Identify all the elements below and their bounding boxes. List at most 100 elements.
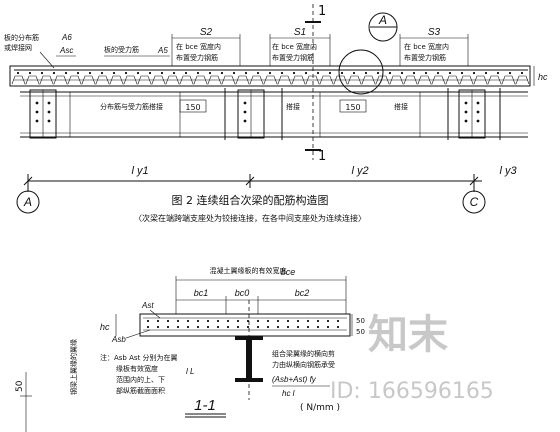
rebar-dot: [148, 71, 152, 75]
label-ly1: l y1: [131, 165, 148, 177]
section-rebar-dot: [216, 319, 220, 323]
section-rebar-dot: [166, 325, 170, 329]
note-line-3: 范围内的上、下: [116, 375, 165, 384]
section-rebar-dot: [306, 319, 310, 323]
label-unit: ( N/mm ): [300, 403, 340, 413]
section-rebar-dot: [286, 325, 290, 329]
section-rebar-dot: [246, 325, 250, 329]
section-rebar-dot: [166, 319, 170, 323]
section-rebar-dot: [296, 325, 300, 329]
section-title: 1-1: [194, 397, 216, 414]
section-rebar-dot: [326, 325, 330, 329]
section-rebar-dot: [276, 325, 280, 329]
rebar-dot: [16, 71, 20, 75]
right-note-2: 力由纵横向钢筋承受: [272, 360, 335, 369]
label-dist-same: 分布筋与受力筋搭接: [100, 102, 163, 111]
rebar-dot: [136, 71, 140, 75]
label-ast: Ast: [141, 301, 154, 310]
label-s3: S3: [428, 27, 441, 38]
section-rebar-dot: [236, 319, 240, 323]
section-rebar-dot: [226, 325, 230, 329]
section-rebar-dot: [256, 319, 260, 323]
note-line-2: 缘板有效宽度: [116, 364, 158, 373]
rebar-dot: [76, 71, 80, 75]
label-a5: A5: [157, 46, 168, 55]
watermark-brand: 知末: [368, 312, 448, 358]
right-note-3: (Asb+Ast) fy: [272, 375, 317, 384]
rebar-dot: [364, 71, 368, 75]
rebar-dot: [400, 71, 404, 75]
section-rebar-dot: [256, 325, 260, 329]
rebar-dot: [304, 71, 308, 75]
rebar-dot: [28, 71, 32, 75]
section-rebar-dot: [216, 325, 220, 329]
label-50-b: 50: [356, 328, 365, 336]
rebar-dots: [16, 71, 524, 75]
label-lap-2: 搭接: [394, 102, 408, 111]
label-asb: Asb: [111, 335, 126, 344]
section-rebar-dot: [176, 319, 180, 323]
rebar-dot: [196, 71, 200, 75]
rebar-dot: [64, 71, 68, 75]
rebar-dot: [100, 71, 104, 75]
label-hc-fig2: hc: [538, 72, 548, 82]
watermark-id: ID: 166596165: [330, 379, 494, 404]
bce-note-2a: 布置受力钢筋: [176, 53, 218, 62]
section-rebar-dot: [266, 319, 270, 323]
rebar-dot: [328, 71, 332, 75]
label-lap-1: 搭接: [286, 102, 300, 111]
rebar-dot: [160, 71, 164, 75]
label-150-a: 150: [185, 103, 200, 112]
figure-2-title: 图 2 连续组合次梁的配筋构造图: [172, 193, 329, 207]
bce-note-2c: 布置受力钢筋: [404, 53, 446, 62]
label-or-mesh: 或焊接网: [4, 43, 32, 52]
vertical-label: 钢梁上翼缘的翼缘: [69, 339, 78, 395]
support-b: [224, 88, 283, 140]
support-a: [29, 89, 57, 139]
rebar-dot: [448, 71, 452, 75]
axis-bubble-a: [16, 190, 40, 214]
rebar-dot: [172, 71, 176, 75]
section-rebar-dot: [156, 319, 160, 323]
right-note-1: 组合梁翼缘的横向剪: [272, 349, 335, 358]
section-rebar-dot: [316, 319, 320, 323]
label-axis-a: A: [23, 195, 32, 209]
section-rebar-dot: [306, 325, 310, 329]
section-rebar-dot: [246, 319, 250, 323]
section-rebar-dot: [146, 325, 150, 329]
section-rebar-dot: [296, 319, 300, 323]
rebar-dot: [484, 71, 488, 75]
section-rebar-dot: [176, 325, 180, 329]
note-line-1: 注：Asb Ast 分别为在翼: [100, 353, 178, 362]
rebar-dot: [88, 71, 92, 75]
label-ly3: l y3: [499, 165, 517, 177]
rebar-dot: [40, 71, 44, 75]
support-c: [447, 88, 501, 140]
label-slab-note: 混凝土翼缘板的有效宽度: [210, 266, 287, 275]
section-rebar-dots: [146, 319, 340, 329]
rebar-dot: [496, 71, 500, 75]
label-s2: S2: [200, 27, 213, 38]
rebar-dot: [508, 71, 512, 75]
section-rebar-dot: [226, 319, 230, 323]
section-mark-top: 1: [318, 4, 326, 19]
rebar-dot: [124, 71, 128, 75]
axis-bubble-c: [462, 190, 486, 214]
label-axis-c: C: [470, 195, 479, 209]
rebar-dot: [352, 71, 356, 75]
section-mark-bottom: 1: [318, 149, 326, 164]
bce-note-2b: 布置受力钢筋: [272, 53, 314, 62]
rebar-dot: [256, 71, 260, 75]
section-rebar-dot: [206, 325, 210, 329]
detail-circle: [338, 49, 384, 95]
section-1-1: 混凝土翼缘板的有效宽度 bce bc1 bc0 bc2 Ast Asb hc 5…: [15, 266, 365, 432]
rebar-dot: [244, 71, 248, 75]
rebar-dot: [412, 71, 416, 75]
figure-2: A 1 1 S2 S1 S3 在 bce 宽度内 布置受力钢筋 在 bce 宽度…: [4, 4, 548, 223]
watermark: 知末 ID: 166596165: [330, 312, 494, 404]
section-rebar-dot: [336, 325, 340, 329]
rebar-dot: [292, 71, 296, 75]
rebar-dot: [112, 71, 116, 75]
dim-box-150-b: [339, 99, 367, 113]
rebar-dot: [340, 71, 344, 75]
